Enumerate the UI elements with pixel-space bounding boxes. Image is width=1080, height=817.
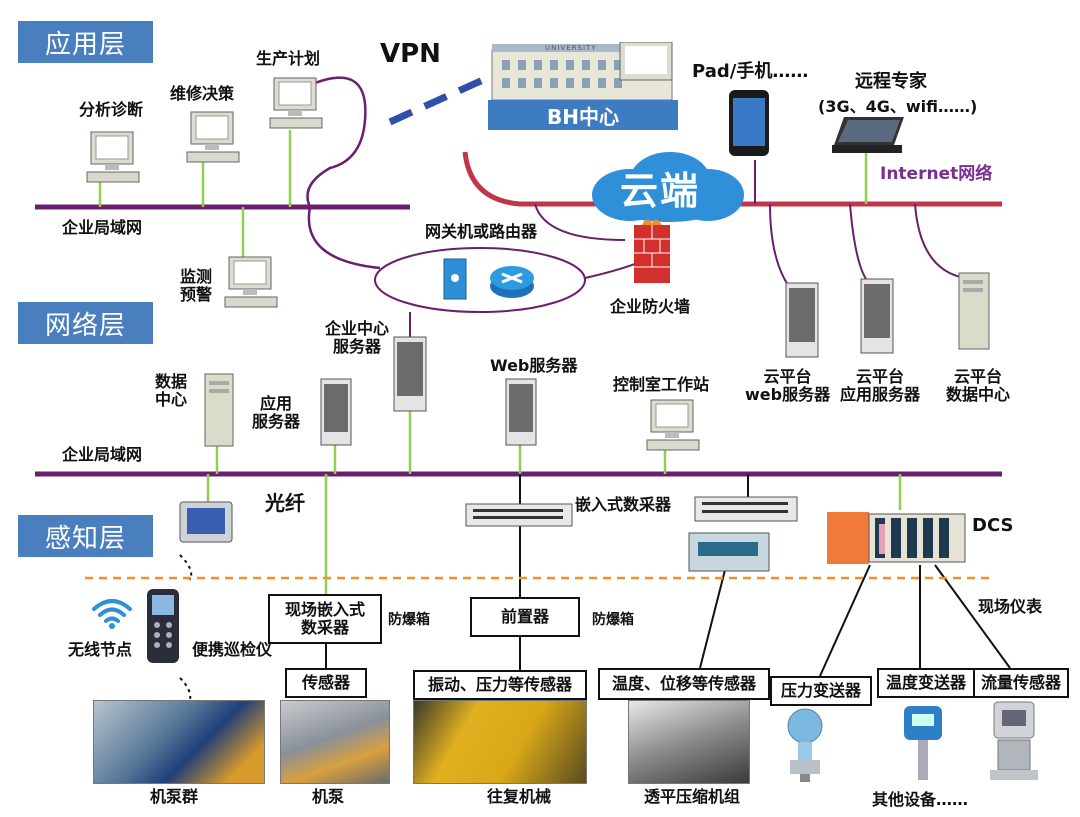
turbo-compressor-photo	[628, 700, 750, 784]
data-center-label: 数据 中心	[155, 372, 188, 410]
field-instruments-label: 现场仪表	[978, 597, 1043, 616]
maintenance-label: 维修决策	[170, 84, 235, 103]
pump-label: 机泵	[312, 787, 345, 806]
pump-group-label: 机泵群	[150, 787, 199, 806]
pump-photo	[280, 700, 390, 784]
reciprocating-photo	[413, 700, 587, 784]
analysis-label: 分析诊断	[79, 100, 144, 119]
control-room-label: 控制室工作站	[613, 375, 710, 394]
other-equipment-label: 其他设备……	[872, 790, 969, 809]
net-lan-label: 企业局域网	[62, 445, 143, 464]
app-server-label: 应用 服务器	[252, 394, 301, 432]
cloud-data-label: 云平台 数据中心	[946, 367, 1011, 405]
gateway-ellipse	[374, 247, 586, 313]
sense-links	[325, 474, 1011, 677]
field-embedded-box: 现场嵌入式 数采器	[268, 594, 382, 644]
pump-group-photo	[93, 700, 265, 784]
web-server-label: Web服务器	[490, 356, 578, 375]
embedded-collector-label: 嵌入式数采器	[575, 495, 672, 514]
explosion-box-label-2: 防爆箱	[592, 612, 634, 628]
dcs-label: DCS	[972, 515, 1014, 536]
internet-label: Internet网络	[880, 164, 993, 184]
portable-inspector-label: 便携巡检仪	[192, 640, 273, 659]
app-lan-label: 企业局域网	[62, 218, 143, 237]
layer-badge-network: 网络层	[18, 302, 153, 344]
sensor-box: 传感器	[285, 668, 367, 698]
cloud-label: 云端	[620, 169, 701, 213]
vpn-curve	[306, 76, 367, 208]
monitor-label: 监测 预警	[180, 267, 213, 305]
vpn-label: VPN	[380, 39, 441, 69]
firewall-label: 企业防火墙	[610, 297, 691, 316]
vpn-dash	[388, 66, 507, 126]
layer-badge-perception: 感知层	[18, 515, 153, 557]
fiber-label: 光纤	[265, 491, 305, 515]
flow-sensor-box: 流量传感器	[973, 668, 1069, 698]
cloud-web-label: 云平台 web服务器	[745, 367, 831, 405]
cloud-app-label: 云平台 应用服务器	[840, 367, 921, 405]
explosion-box-label-1: 防爆箱	[388, 612, 430, 628]
reciprocating-label: 往复机械	[487, 787, 552, 806]
remote-expert-label: 远程专家	[855, 71, 927, 92]
internet-bus	[462, 151, 1002, 207]
temp-tx-box: 温度变送器	[877, 668, 975, 698]
gateway-label: 网关机或路由器	[425, 222, 538, 241]
enterprise-server-label: 企业中心 服务器	[325, 319, 390, 357]
layer-badge-application: 应用层	[18, 21, 153, 63]
turbo-compressor-label: 透平压缩机组	[644, 787, 741, 806]
pressure-tx-box: 压力变送器	[770, 676, 872, 706]
wireless-node-label: 无线节点	[68, 640, 133, 659]
vibration-sensor-box: 振动、压力等传感器	[413, 670, 587, 700]
university-sign: UNIVERSITY	[545, 44, 597, 52]
front-end-box: 前置器	[470, 597, 580, 637]
bh-center-label: BH中心	[488, 100, 678, 130]
pad-phone-label: Pad/手机……	[692, 61, 809, 82]
production-label: 生产计划	[256, 49, 321, 68]
temp-sensor-box: 温度、位移等传感器	[598, 668, 770, 700]
remote-expert-net-label: (3G、4G、wifi……)	[818, 97, 978, 116]
